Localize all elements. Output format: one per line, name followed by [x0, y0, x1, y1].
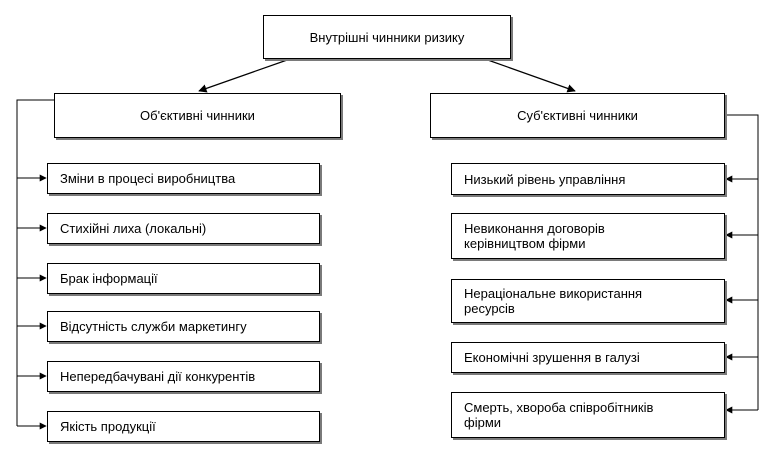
arrow-root-to-objective	[198, 58, 291, 93]
right-bracket-line	[725, 114, 759, 410]
subjective-item-2: Невиконання договорів керівництвом фірми	[451, 213, 725, 259]
objective-item-label: Відсутність служби маркетингу	[60, 319, 247, 334]
subjective-item-5: Смерть, хвороба співробітників фірми	[451, 392, 725, 438]
subjective-item-label: Смерть, хвороба співробітників фірми	[464, 400, 654, 430]
objective-item-label: Стихійні лиха (локальні)	[60, 221, 207, 236]
objective-item-1: Зміни в процесі виробництва	[47, 163, 320, 194]
left-bracket-line	[16, 99, 54, 426]
subjective-item-3: Нераціональне використання ресурсів	[451, 279, 725, 323]
subjective-item-label: Невиконання договорів керівництвом фірми	[464, 221, 605, 251]
objective-item-label: Брак інформації	[60, 271, 158, 286]
objective-item-6: Якість продукції	[47, 411, 320, 442]
objective-item-label: Непередбачувані дії конкурентів	[60, 369, 256, 384]
subjective-item-label: Економічні зрушення в галузі	[464, 350, 640, 365]
objective-item-3: Брак інформації	[47, 263, 320, 294]
objective-item-label: Якість продукції	[60, 419, 156, 434]
objective-item-5: Непередбачувані дії конкурентів	[47, 361, 320, 392]
objective-category-node: Об'єктивні чинники	[54, 93, 341, 138]
root-node: Внутрішні чинники ризику	[263, 15, 511, 59]
subjective-item-label: Низький рівень управління	[464, 171, 626, 187]
objective-item-4: Відсутність служби маркетингу	[47, 311, 320, 342]
root-label: Внутрішні чинники ризику	[309, 29, 465, 45]
subjective-category-label: Суб'єктивні чинники	[517, 108, 638, 123]
objective-item-label: Зміни в процесі виробництва	[60, 171, 236, 186]
subjective-item-1: Низький рівень управління	[451, 163, 725, 195]
subjective-category-node: Суб'єктивні чинники	[430, 93, 725, 138]
objective-item-2: Стихійні лиха (локальні)	[47, 213, 320, 244]
objective-category-label: Об'єктивні чинники	[140, 108, 255, 123]
subjective-item-4: Економічні зрушення в галузі	[451, 342, 725, 373]
arrow-root-to-subjective	[484, 58, 576, 93]
subjective-item-label: Нераціональне використання ресурсів	[464, 286, 643, 316]
